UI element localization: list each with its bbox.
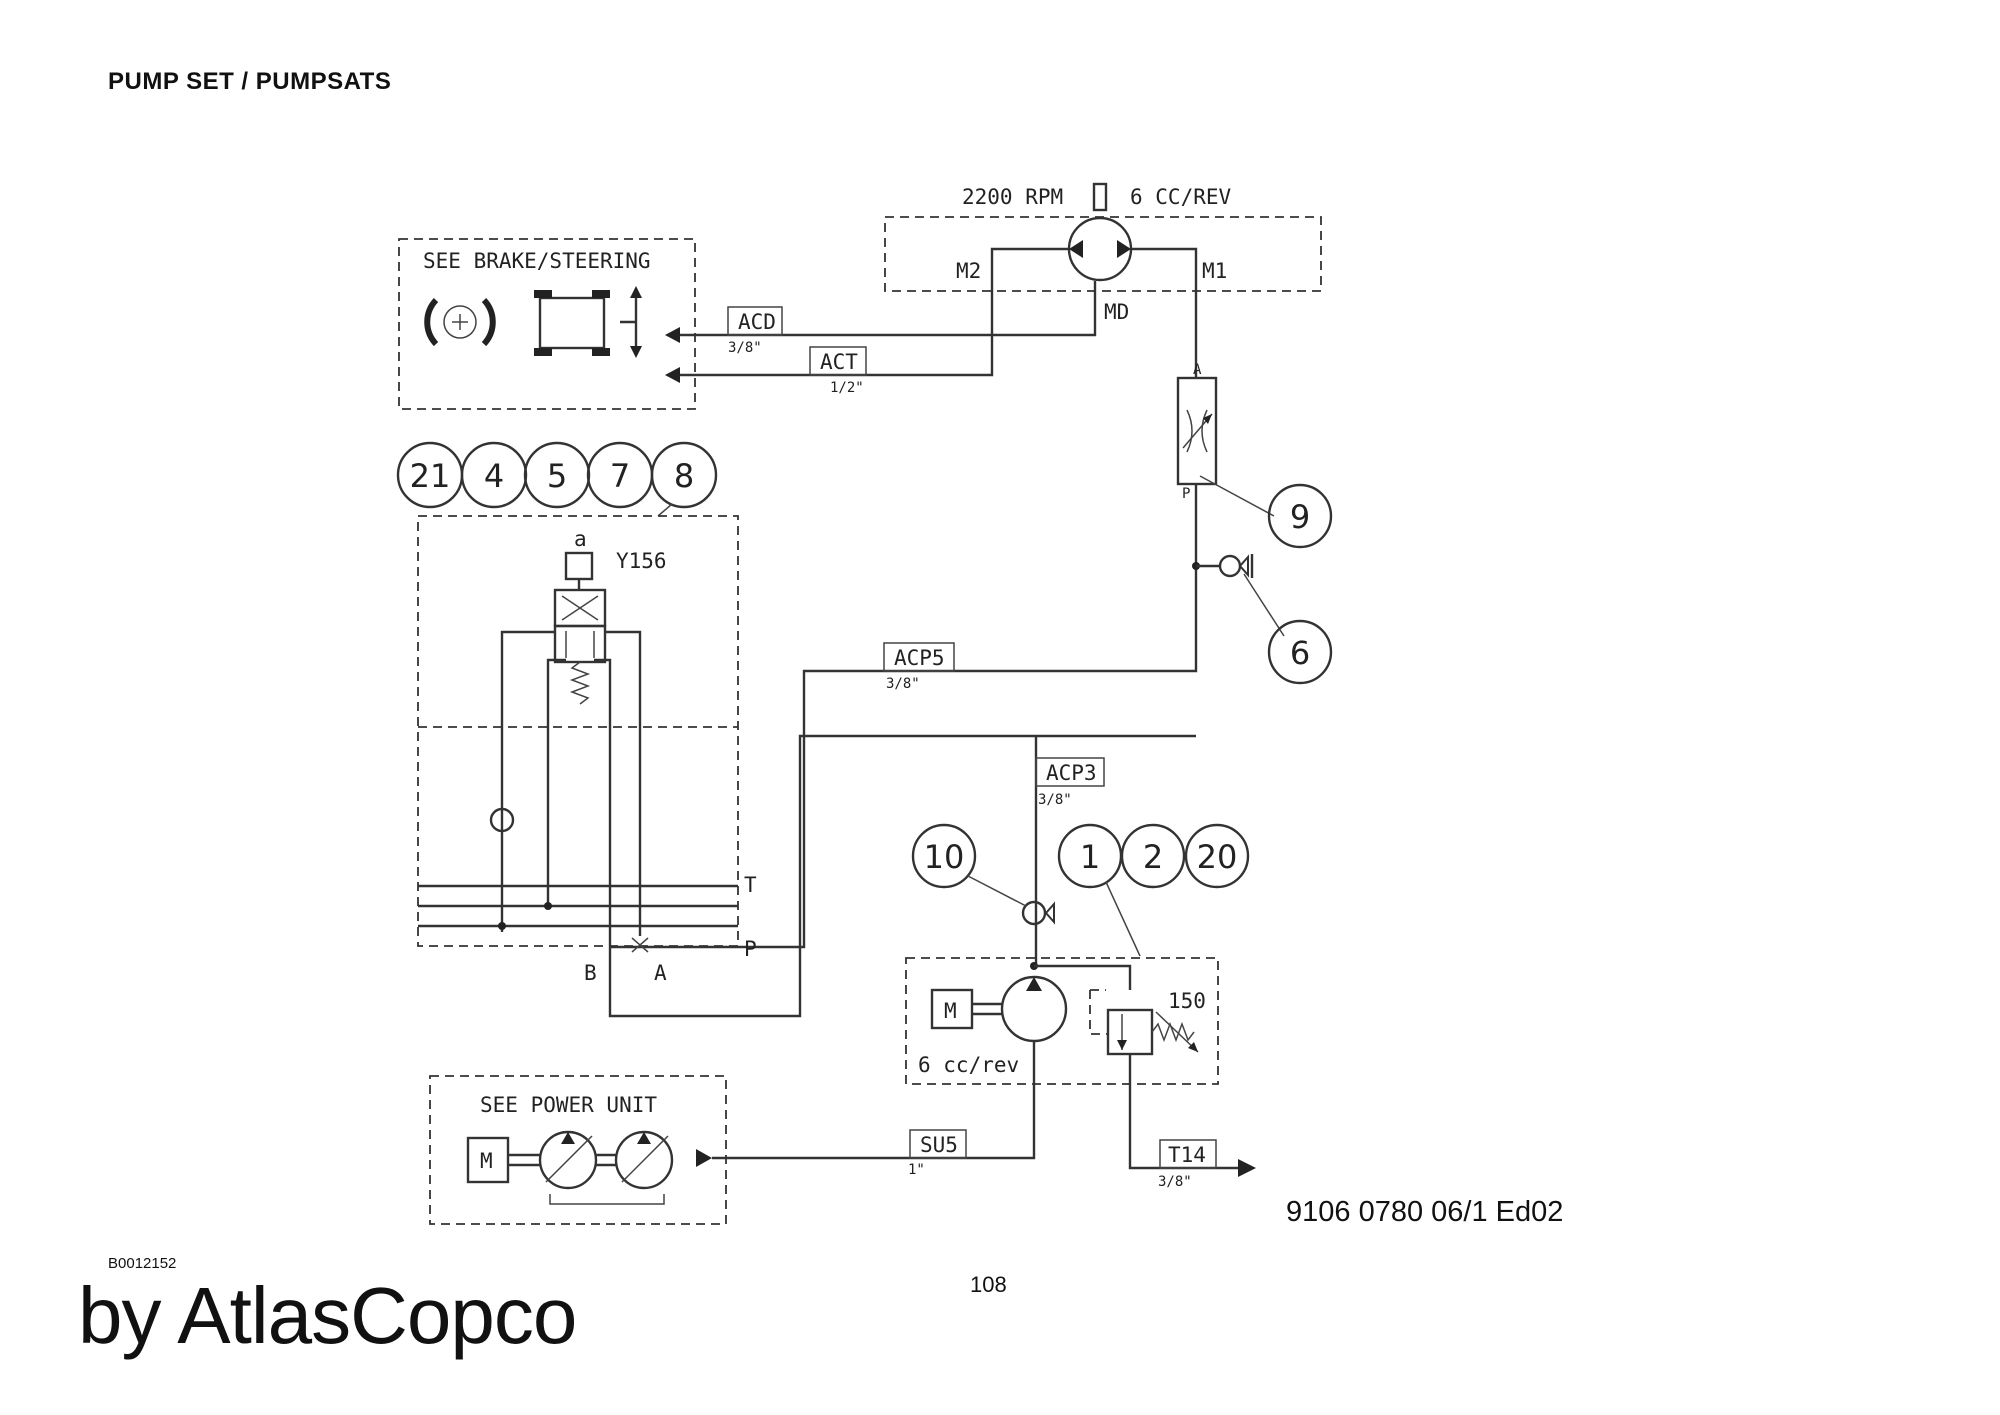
arrow-act (665, 367, 680, 383)
valve-port-b: B (584, 961, 597, 985)
motor-arrow-right (1117, 240, 1131, 258)
size-act: 1/2" (830, 380, 864, 396)
steering-icon (538, 296, 606, 350)
page-title: PUMP SET / PUMPSATS (108, 68, 392, 95)
drawing-part-number: 9106 0780 06/1 Ed02 (1286, 1196, 1564, 1228)
line-acp5 (610, 484, 1198, 949)
power-motor-label: M (480, 1149, 493, 1173)
label-acp5: ACP5 (894, 646, 945, 670)
size-su5: 1" (908, 1162, 925, 1178)
relief-valve (1106, 1008, 1154, 1056)
pump-displacement: 6 cc/rev (918, 1053, 1019, 1077)
valve-port-p: P (744, 937, 757, 961)
port-m2: M2 (956, 259, 981, 283)
check-valve-internal (489, 807, 515, 833)
callout-circle-6 (1267, 619, 1333, 685)
callout-4: 4 (484, 457, 504, 495)
flow-divider-icon (620, 292, 638, 352)
brake-icon (443, 305, 477, 339)
valve-label-y156: Y156 (616, 549, 667, 573)
port-m1: M1 (1202, 259, 1227, 283)
motor-assembly: 2200 RPM 6 CC/REV M2 M1 MD (884, 182, 1322, 324)
motor-rpm: 2200 RPM (962, 185, 1063, 209)
callout-7: 7 (610, 457, 630, 495)
callout-20: 20 (1197, 838, 1238, 876)
valve-spring (569, 661, 591, 705)
relief-spring (1151, 1021, 1195, 1043)
power-unit-outline (429, 1075, 727, 1225)
port-md: MD (1104, 300, 1129, 324)
leader-6 (1243, 573, 1285, 637)
callout-row-valve: 21 4 5 7 8 (396, 441, 718, 517)
label-act: ACT (820, 350, 858, 374)
pump-motor-label: M (944, 999, 957, 1023)
page-number: 108 (970, 1272, 1007, 1297)
callout-circle-20 (1184, 823, 1250, 889)
arrow-t14 (1238, 1159, 1256, 1177)
pump-unit: M 6 cc/rev 150 (712, 957, 1238, 1170)
line-acp3 (594, 658, 1196, 1018)
callout-5: 5 (547, 457, 567, 495)
callout-2: 2 (1143, 838, 1163, 876)
line-m1 (1131, 247, 1198, 378)
brake-steering-box: SEE BRAKE/STEERING (398, 238, 696, 410)
motor-shaft (1092, 182, 1108, 212)
size-acd: 3/8" (728, 340, 762, 356)
callout-1: 1 (1080, 838, 1100, 876)
arrow-acd (665, 327, 680, 343)
callout-circle-9 (1267, 483, 1333, 549)
callout-circle-10 (911, 823, 977, 889)
motor-displacement: 6 CC/REV (1130, 185, 1232, 209)
valve-line-right (605, 630, 642, 936)
line-acd (680, 281, 1097, 337)
document-reference: B0012152 (108, 1255, 177, 1272)
brake-box-outline (398, 238, 696, 410)
callout-9: 9 (1290, 498, 1310, 536)
solenoid-y156 (564, 551, 594, 581)
brand-watermark: by AtlasCopco (78, 1271, 577, 1360)
label-acp3: ACP3 (1046, 761, 1097, 785)
callout-8: 8 (674, 457, 694, 495)
valve-port-t: T (744, 873, 757, 897)
line-su5 (712, 1041, 1036, 1160)
power-motor (466, 1136, 510, 1184)
power-unit-title: SEE POWER UNIT (480, 1093, 657, 1117)
relief-setting: 150 (1168, 989, 1206, 1013)
check-valve-pump (1021, 900, 1047, 926)
leader-9 (1199, 475, 1275, 517)
valve-line-b (546, 658, 566, 906)
motor-arrow-left (1069, 240, 1083, 258)
valve-block: a Y156 T P B A (417, 515, 1196, 1018)
callout-circle-2 (1120, 823, 1186, 889)
size-acp3: 3/8" (1038, 792, 1072, 808)
label-t14: T14 (1168, 1143, 1206, 1167)
solenoid-label-a: a (574, 527, 587, 551)
restrictor-port-p: P (1182, 486, 1190, 502)
arrow-su5 (696, 1149, 712, 1167)
brake-box-title: SEE BRAKE/STEERING (423, 249, 651, 273)
label-su5: SU5 (920, 1133, 958, 1157)
valve-port-a: A (654, 961, 667, 985)
pump-unit-outline (905, 957, 1219, 1085)
power-unit-box: SEE POWER UNIT M (429, 1075, 727, 1225)
callout-6: 6 (1290, 634, 1310, 672)
size-acp5: 3/8" (886, 676, 920, 692)
callout-21: 21 (410, 457, 451, 495)
test-point-check (1218, 554, 1242, 578)
valve-position-straight (553, 624, 607, 664)
pump-motor (930, 988, 974, 1030)
size-t14: 3/8" (1158, 1174, 1192, 1190)
restrictor-port-a: A (1193, 362, 1202, 378)
label-acd: ACD (738, 310, 776, 334)
callout-10: 10 (924, 838, 965, 876)
